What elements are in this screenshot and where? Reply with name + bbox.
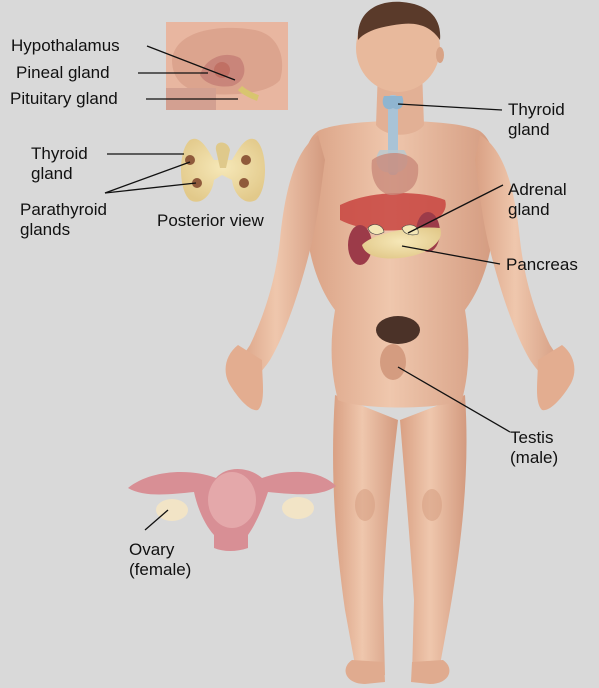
brain-inset (166, 22, 288, 110)
label-hypothalamus: Hypothalamus (11, 36, 120, 56)
thyroid-posterior-inset (181, 139, 265, 202)
leader-ovary (145, 510, 168, 530)
reproductive-inset (128, 469, 336, 551)
label-pituitary-gland: Pituitary gland (10, 89, 118, 109)
label-posterior-view: Posterior view (157, 211, 264, 231)
label-adrenal-gland: Adrenal gland (508, 180, 567, 220)
label-pancreas: Pancreas (506, 255, 578, 275)
label-ovary: Ovary (female) (129, 540, 191, 580)
label-thyroid-gland: Thyroid gland (508, 100, 565, 140)
label-pineal-gland: Pineal gland (16, 63, 110, 83)
label-parathyroid-glands: Parathyroid glands (20, 200, 107, 240)
label-testis: Testis (male) (510, 428, 558, 468)
label-thyroid-gland-inset: Thyroid gland (31, 144, 88, 184)
